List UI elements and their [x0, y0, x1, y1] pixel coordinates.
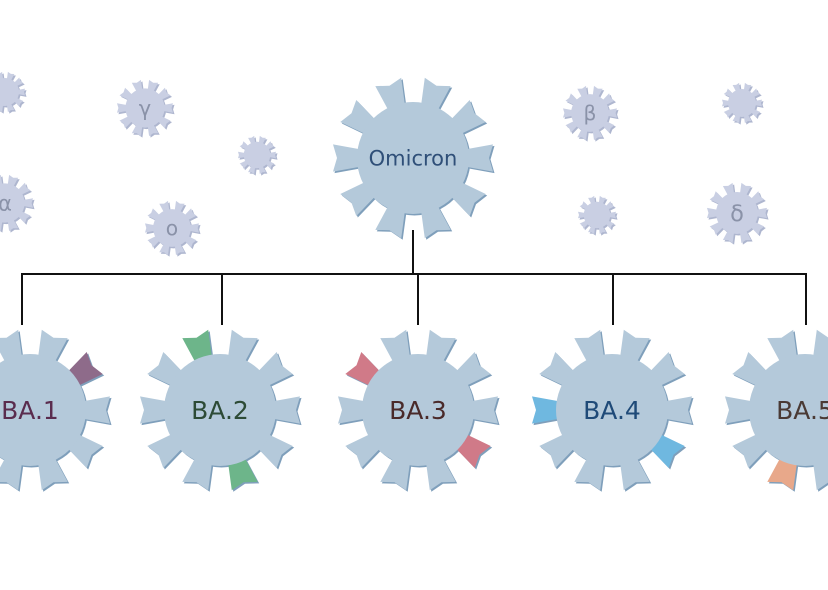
virus-body — [125, 88, 165, 128]
virus-body — [362, 354, 474, 466]
virus-body — [749, 354, 828, 466]
background-virus-7 — [722, 82, 764, 125]
subvariant-ba4-virus-label: BA.4 — [583, 396, 641, 425]
background-virus-1 — [0, 71, 27, 114]
virus-body — [357, 102, 469, 214]
subvariant-ba2-virus: BA.2 — [140, 329, 302, 492]
background-virus-5-label: ο — [166, 216, 178, 240]
background-virus-4-label: α — [0, 191, 12, 215]
virus-body — [571, 94, 609, 132]
background-virus-8 — [578, 195, 618, 236]
lineage-tree-lines — [21, 230, 807, 325]
background-virus-5: ο — [145, 200, 201, 257]
virus-body — [0, 78, 19, 106]
subvariant-ba2-virus-label: BA.2 — [191, 396, 249, 425]
background-virus-2: γ — [117, 79, 175, 138]
subvariant-ba5-virus: BA.5 — [725, 329, 828, 492]
virus-body — [556, 354, 668, 466]
virus-body — [728, 89, 756, 117]
subvariant-ba3-virus-label: BA.3 — [389, 396, 447, 425]
background-virus-4: α — [0, 174, 35, 233]
virus-body — [716, 192, 758, 234]
background-variants: γ α ο β δ — [0, 71, 769, 257]
background-virus-9: δ — [707, 182, 769, 245]
background-virus-3 — [238, 135, 278, 176]
omicron-virus-label: Omicron — [369, 146, 458, 170]
background-virus-6-label: β — [584, 101, 597, 125]
subvariant-ba1-virus: BA.1 — [0, 329, 112, 492]
subvariant-ba5-virus-label: BA.5 — [776, 396, 828, 425]
subvariant-ba4-virus: BA.4 — [532, 329, 694, 492]
virus-body — [583, 201, 611, 229]
virus-body — [153, 209, 191, 247]
background-virus-6: β — [563, 85, 619, 142]
virus-body — [0, 183, 25, 223]
virus-body — [164, 354, 276, 466]
subvariant-ba1-virus-label: BA.1 — [1, 396, 59, 425]
virus-body — [0, 354, 86, 466]
omicron-virus: Omicron — [333, 77, 495, 240]
subvariant-ba3-virus: BA.3 — [338, 329, 500, 492]
background-virus-9-label: δ — [730, 201, 744, 227]
virus-body — [243, 141, 271, 169]
background-virus-2-label: γ — [139, 96, 151, 120]
